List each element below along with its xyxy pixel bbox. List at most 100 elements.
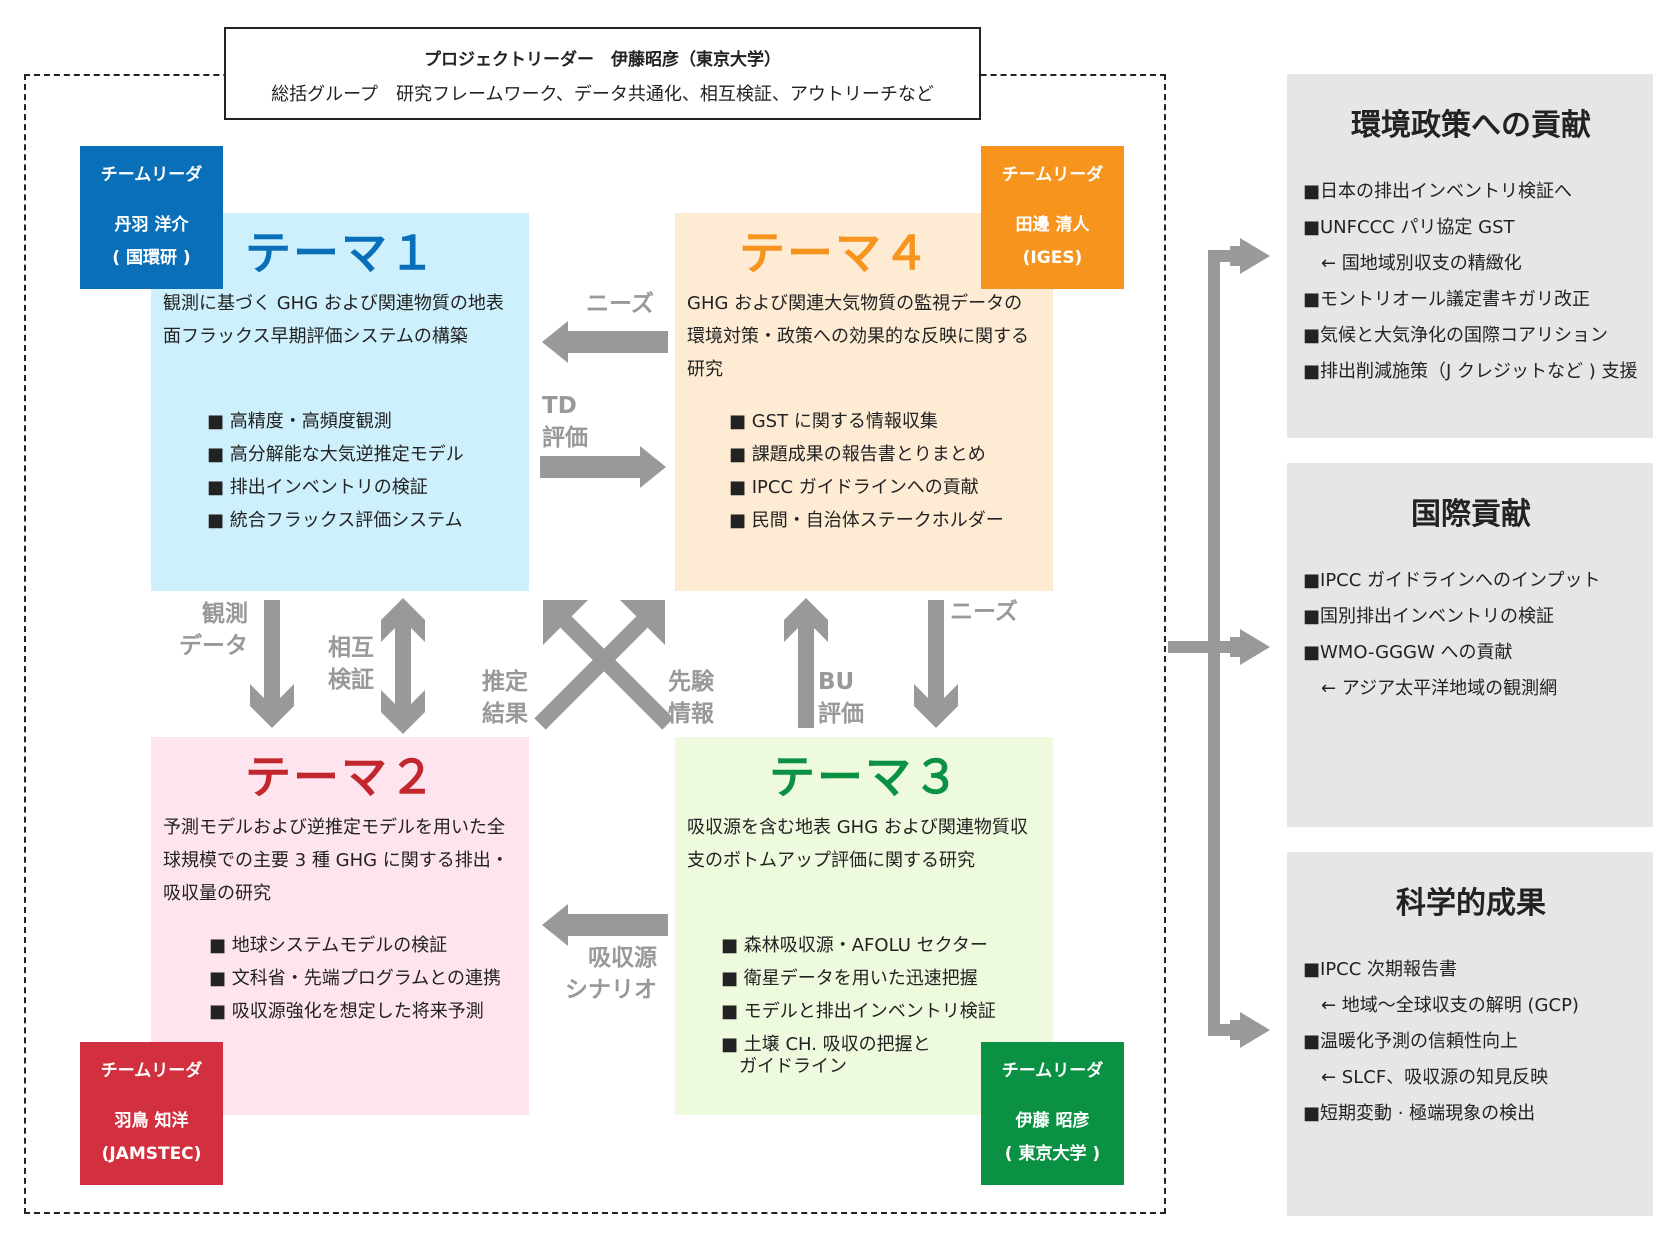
label-line: 情報 — [668, 701, 714, 727]
team-leader-4: チームリーダ 田邊 清人 (IGES) — [981, 146, 1124, 289]
label-mutual: 相互 検証 — [328, 632, 374, 696]
outcome-policy: 環境政策への貢献 ■日本の排出インベントリ検証へ ■UNFCCC パリ協定 GS… — [1287, 74, 1653, 438]
project-leader-box: プロジェクトリーダー 伊藤昭彦（東京大学） 総括グループ 研究フレームワーク、デ… — [224, 27, 981, 120]
theme-1-title: テーマ１ — [245, 226, 437, 280]
outcome-items: ■日本の排出インベントリ検証へ ■UNFCCC パリ協定 GST ← 国地域別収… — [1303, 174, 1639, 390]
label-line: 評価 — [542, 425, 588, 451]
desc-line: 吸収源を含む地表 GHG および関連物質収 — [687, 817, 1028, 838]
label-needs-right: ニーズ — [950, 599, 1018, 625]
label-line: データ — [179, 633, 248, 659]
leader-label: チームリーダ — [100, 165, 203, 185]
list-item: ■UNFCCC パリ協定 GST — [1303, 217, 1515, 238]
desc-line: 研究 — [687, 359, 723, 380]
team-leader-2: チームリーダ 羽鳥 知洋 (JAMSTEC) — [80, 1042, 223, 1185]
label-sink: 吸収源 シナリオ — [564, 942, 657, 1006]
list-item: ← アジア太平洋地域の観測網 — [1303, 678, 1558, 699]
label-line: 評価 — [818, 701, 864, 727]
leader-name: 丹羽 洋介 — [114, 215, 189, 235]
list-item: ■気候と大気浄化の国際コアリション — [1303, 325, 1609, 346]
arrow-prior — [552, 608, 674, 730]
arrow-needs-right — [914, 600, 958, 728]
list-item: ■モントリオール議定書キガリ改正 — [1303, 289, 1591, 310]
outcome-title: 国際貢献 — [1411, 497, 1531, 532]
team-leader-1: チームリーダ 丹羽 洋介 ( 国環研 ) — [80, 146, 223, 289]
label-prior: 先験 情報 — [668, 666, 714, 730]
arrow-mutual — [381, 598, 425, 734]
theme-2-items: ■ 地球システムモデルの検証 ■ 文科省・先端プログラムとの連携 ■ 吸収源強化… — [209, 929, 519, 1028]
label-obs-data: 観測 データ — [178, 598, 248, 662]
theme-4-title: テーマ４ — [739, 226, 931, 280]
list-item: ■国別排出インベントリの検証 — [1303, 606, 1555, 627]
list-item: ■ 文科省・先端プログラムとの連携 — [209, 968, 502, 989]
list-item: ■温暖化予測の信頼性向上 — [1303, 1031, 1519, 1052]
list-item: ■ 高分解能な大気逆推定モデル — [207, 444, 464, 465]
label-line: TD — [542, 393, 577, 419]
arrow-sink — [542, 904, 668, 946]
arrow-outcome-3 — [1230, 1012, 1270, 1048]
arrow-needs-top — [542, 321, 668, 363]
leader-label: チームリーダ — [1001, 1061, 1104, 1081]
theme-3-items: ■ 森林吸収源・AFOLU セクター ■ 衛星データを用いた迅速把握 ■ モデル… — [721, 929, 1043, 1078]
arrow-bu — [784, 598, 828, 728]
list-item: ■ 排出インベントリの検証 — [207, 477, 428, 498]
outcome-title: 科学的成果 — [1396, 886, 1546, 921]
arrow-outcome-2 — [1230, 629, 1270, 665]
project-leader: プロジェクトリーダー 伊藤昭彦（東京大学） — [424, 50, 781, 70]
label-estimate: 推定 結果 — [482, 666, 528, 730]
label-line: 推定 — [482, 669, 528, 695]
label-line: 結果 — [482, 701, 528, 727]
theme-2-title: テーマ２ — [245, 750, 437, 804]
leader-org: (JAMSTEC) — [101, 1144, 202, 1164]
leader-name: 田邊 清人 — [1015, 215, 1090, 235]
label-line: 吸収源 — [588, 945, 657, 971]
desc-line: 環境対策・政策への効果的な反映に関する — [687, 326, 1029, 347]
list-item: ■ 民間・自治体ステークホルダー — [729, 510, 1004, 531]
desc-line: 吸収量の研究 — [163, 883, 271, 904]
list-item: ■IPCC ガイドラインへのインプット — [1303, 570, 1601, 591]
theme-4-items: ■ GST に関する情報収集 ■ 課題成果の報告書とりまとめ ■ IPCC ガイ… — [729, 405, 1043, 537]
list-item: ← 国地域別収支の精緻化 — [1303, 253, 1522, 274]
list-item: ■短期変動 · 極端現象の検出 — [1303, 1103, 1536, 1124]
list-item: ■日本の排出インベントリ検証へ — [1303, 181, 1573, 202]
arrow-td — [540, 446, 666, 488]
general-group: 総括グループ 研究フレームワーク、データ共通化、相互検証、アウトリーチなど — [271, 84, 934, 105]
arrow-prior-head — [543, 600, 588, 645]
leader-org: ( 東京大学 ) — [1004, 1144, 1101, 1164]
list-item: ■ 地球システムモデルの検証 — [209, 935, 448, 956]
list-item: ■ 課題成果の報告書とりまとめ — [729, 444, 986, 465]
list-item: ■ 高精度・高頻度観測 — [207, 411, 392, 432]
label-line: BU — [818, 669, 855, 695]
theme-1-items: ■ 高精度・高頻度観測 ■ 高分解能な大気逆推定モデル ■ 排出インベントリの検… — [207, 405, 519, 537]
label-line: 相互 — [328, 635, 374, 661]
team-leader-3: チームリーダ 伊藤 昭彦 ( 東京大学 ) — [981, 1042, 1124, 1185]
list-item: ガイドライン — [721, 1056, 847, 1077]
arrow-obs-data — [250, 600, 294, 728]
arrow-estimate — [534, 608, 656, 730]
desc-line: 観測に基づく GHG および関連物質の地表 — [163, 293, 504, 314]
desc-line: 面フラックス早期評価システムの構築 — [163, 326, 468, 347]
label-td: TD 評価 — [542, 390, 588, 454]
theme-1-box: テーマ１ 観測に基づく GHG および関連物質の地表 面フラックス早期評価システ… — [151, 213, 529, 591]
list-item: ■ 吸収源強化を想定した将来予測 — [209, 1001, 484, 1022]
label-line: シナリオ — [565, 977, 657, 1003]
list-item: ■IPCC 次期報告書 — [1303, 959, 1458, 980]
desc-line: GHG および関連大気物質の監視データの — [687, 293, 1023, 314]
arrow-estimate-head — [620, 600, 665, 645]
list-item: ■ 土壌 CH. 吸収の把握と — [721, 1034, 931, 1055]
desc-line: 支のボトムアップ評価に関する研究 — [687, 850, 975, 871]
list-item: ■ GST に関する情報収集 — [729, 411, 938, 432]
theme-3-box: テーマ３ 吸収源を含む地表 GHG および関連物質収 支のボトムアップ評価に関す… — [675, 737, 1053, 1115]
desc-line: 予測モデルおよび逆推定モデルを用いた全 — [163, 817, 505, 838]
theme-1-desc: 観測に基づく GHG および関連物質の地表 面フラックス早期評価システムの構築 — [163, 287, 519, 353]
theme-2-desc: 予測モデルおよび逆推定モデルを用いた全 球規模での主要 3 種 GHG に関する… — [163, 811, 519, 910]
list-item: ■ 森林吸収源・AFOLU セクター — [721, 935, 988, 956]
arrow-outcome-1 — [1230, 238, 1270, 274]
list-item: ■WMO-GGGW への貢献 — [1303, 642, 1513, 663]
label-needs-top: ニーズ — [586, 291, 654, 317]
leader-org: (IGES) — [1022, 248, 1083, 268]
label-line: 先験 — [668, 669, 714, 695]
desc-line: 球規模での主要 3 種 GHG に関する排出・ — [163, 850, 509, 871]
leader-name: 羽鳥 知洋 — [114, 1111, 189, 1131]
list-item: ← 地域〜全球収支の解明 (GCP) — [1303, 995, 1579, 1016]
